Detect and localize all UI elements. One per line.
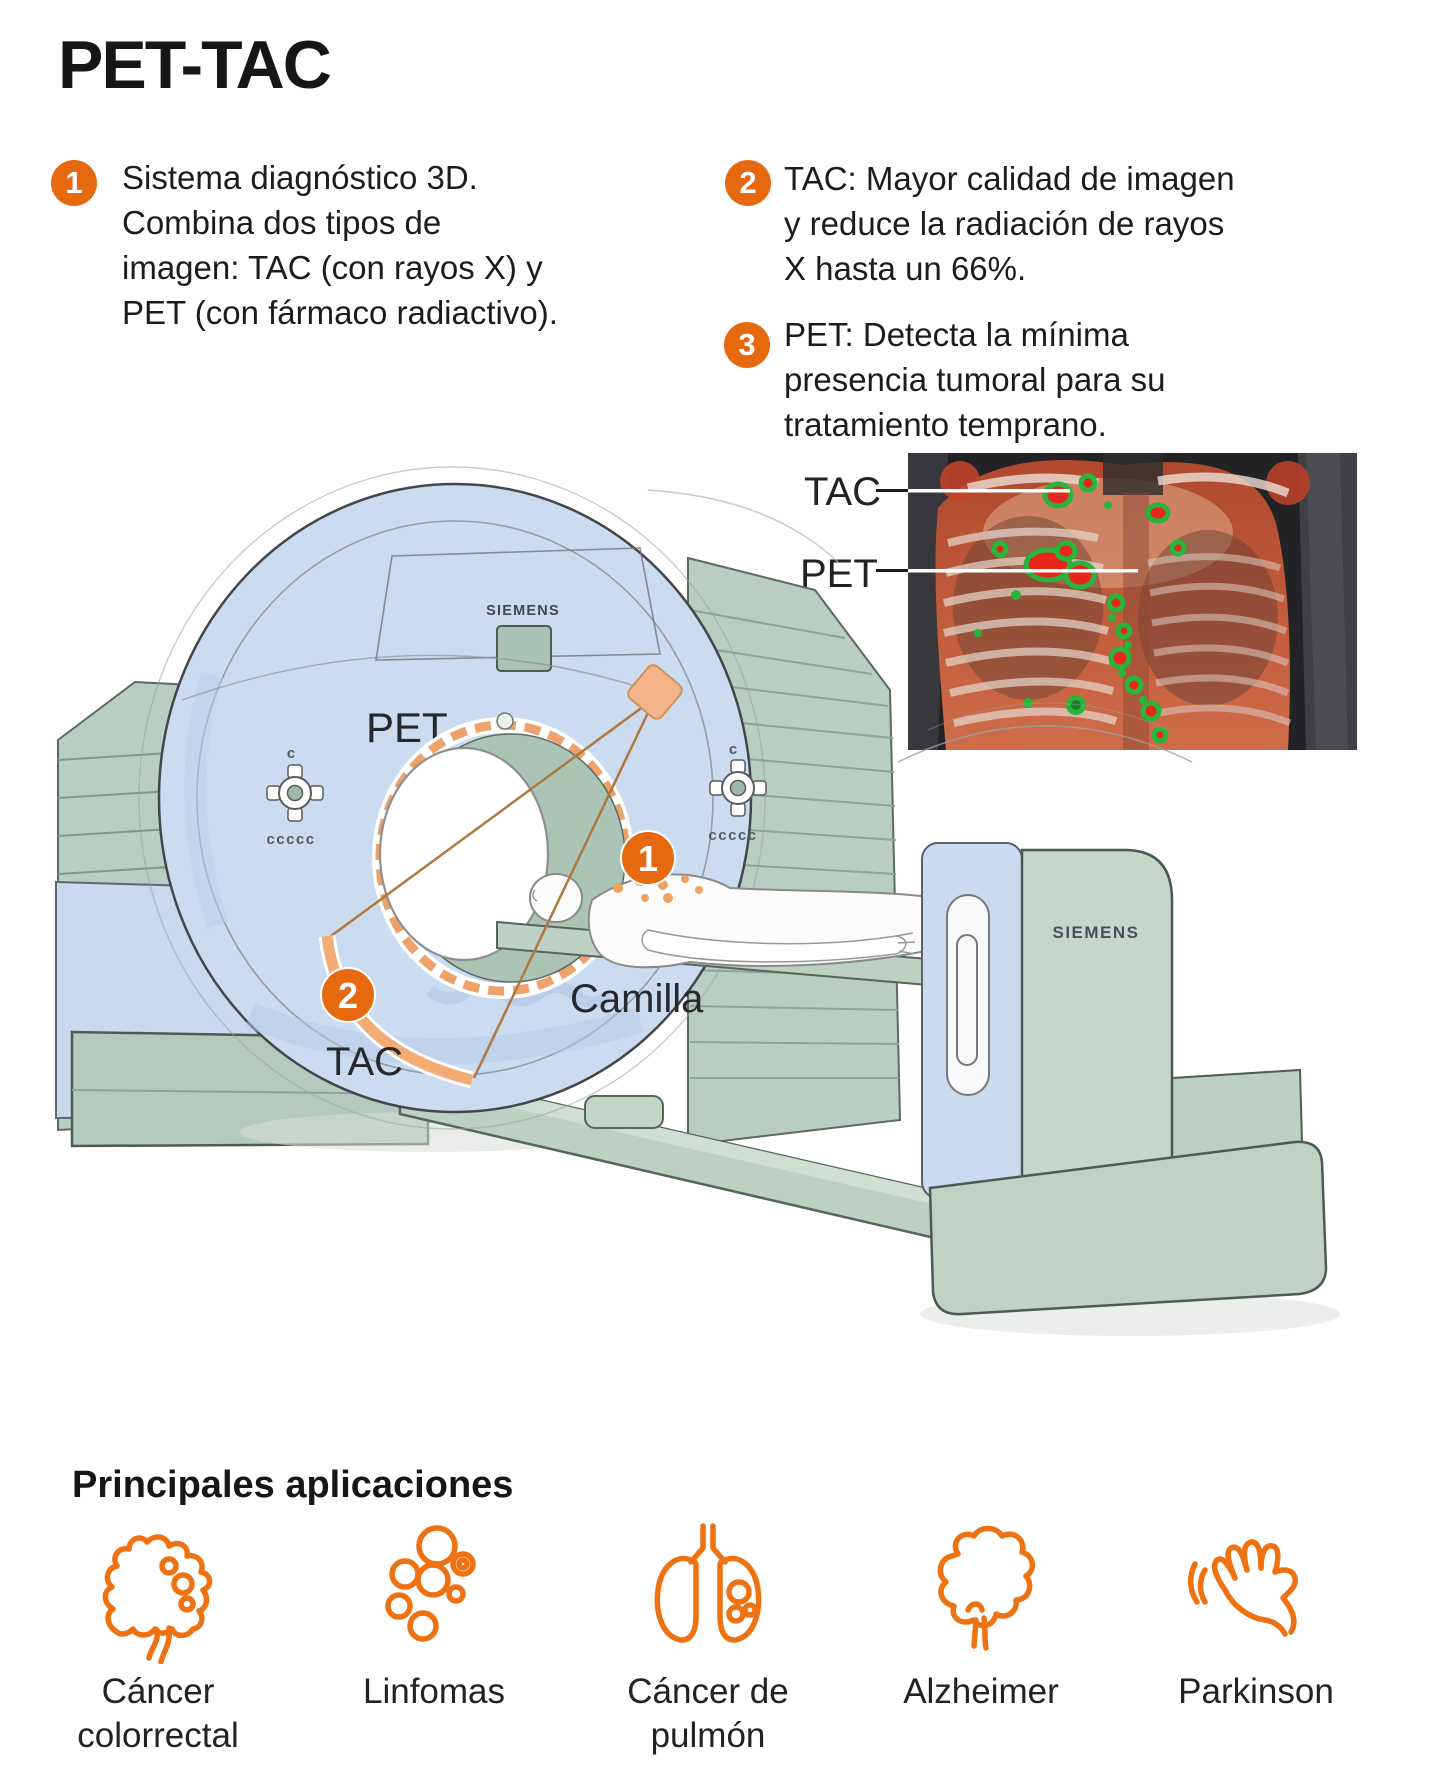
bed-label: Camilla bbox=[570, 977, 704, 1021]
intro-item-2: TAC: Mayor calidad de imagen y reduce la… bbox=[784, 156, 1235, 291]
application-parkinson: Parkinson bbox=[1146, 1514, 1366, 1714]
right-slatted-tower bbox=[687, 556, 902, 1147]
lungs-icon bbox=[654, 1523, 762, 1643]
intro-line: presencia tumoral para su bbox=[784, 361, 1166, 398]
hand-icon bbox=[1188, 1539, 1299, 1637]
tac-detector-arc bbox=[321, 935, 474, 1086]
fusion-scan-svg bbox=[908, 453, 1357, 750]
knob-mark-top: c bbox=[729, 741, 737, 758]
step-badge-2: 2 bbox=[725, 160, 771, 206]
applications-heading: Principales aplicaciones bbox=[72, 1464, 514, 1506]
rail-block bbox=[584, 1095, 664, 1129]
tac-pointer-inner bbox=[908, 489, 1070, 493]
cabinet-base bbox=[928, 1140, 1328, 1316]
application-label: Alzheimer bbox=[903, 1672, 1059, 1711]
gantry-top-panel bbox=[375, 547, 661, 661]
intro-line: X hasta un 66%. bbox=[784, 250, 1027, 287]
step-badge-1: 1 bbox=[51, 160, 97, 206]
patient bbox=[529, 873, 942, 969]
siemens-console-logo: SIEMENS bbox=[1052, 923, 1139, 942]
knob-mark-top: c bbox=[287, 745, 295, 762]
intro-line: tratamiento temprano. bbox=[784, 406, 1107, 443]
machine-badge-2: 2 bbox=[320, 967, 376, 1023]
pet-pointer-line bbox=[876, 569, 910, 572]
svg-text:2: 2 bbox=[338, 975, 358, 1016]
application-label: Linfomas bbox=[362, 1672, 506, 1711]
console-cabinet: SIEMENS bbox=[897, 702, 1340, 1336]
intro-line: Combina dos tipos de bbox=[122, 204, 442, 241]
intro-line: y reduce la radiación de rayos bbox=[784, 205, 1225, 242]
intro-line: Sistema diagnóstico 3D. bbox=[122, 159, 478, 196]
page-title: PET-TAC bbox=[58, 27, 332, 103]
intro-item-1: Sistema diagnóstico 3D. Combina dos tipo… bbox=[122, 155, 558, 335]
gantry-knob-right: c ccccc bbox=[708, 741, 767, 844]
pet-pointer-inner bbox=[908, 569, 1138, 573]
pet-ct-scanner-illustration: SIEMENS c ccccc c bbox=[55, 466, 1340, 1336]
intro-item-3: PET: Detecta la mínima presencia tumoral… bbox=[784, 312, 1166, 447]
machine-badge-1: 1 bbox=[620, 830, 676, 886]
fusion-scan-image bbox=[908, 453, 1357, 750]
cabinet-body bbox=[1020, 848, 1174, 1260]
step-badge-3: 3 bbox=[724, 322, 770, 368]
knob-mark-bottom: ccccc bbox=[708, 827, 757, 844]
brain-icon bbox=[937, 1525, 1036, 1651]
xray-source-diamond bbox=[627, 664, 683, 720]
intro-line: PET (con fármaco radiactivo). bbox=[122, 294, 558, 331]
tac-pointer-line bbox=[876, 489, 910, 492]
intro-line: imagen: TAC (con rayos X) y bbox=[122, 249, 543, 286]
gantry-knob-left: c ccccc bbox=[266, 745, 324, 848]
knob-mark-bottom: ccccc bbox=[266, 831, 315, 848]
application-label: Parkinson bbox=[1178, 1672, 1334, 1711]
bore-opening bbox=[378, 746, 550, 962]
application-lymphomas: Linfomas bbox=[324, 1514, 544, 1714]
tac-arc-label: TAC bbox=[326, 1040, 403, 1084]
application-alzheimer: Alzheimer bbox=[871, 1514, 1091, 1714]
intro-line: PET: Detecta la mínima bbox=[784, 316, 1129, 353]
siemens-gantry-logo: SIEMENS bbox=[486, 603, 560, 619]
xray-system bbox=[318, 664, 683, 1089]
colon-icon bbox=[102, 1534, 213, 1664]
svg-text:1: 1 bbox=[638, 838, 658, 879]
scan-label-tac: TAC bbox=[804, 470, 882, 514]
lymph-nodes-icon bbox=[385, 1525, 476, 1642]
intro-line: TAC: Mayor calidad de imagen bbox=[784, 160, 1235, 197]
pet-hotspots bbox=[991, 473, 1187, 744]
